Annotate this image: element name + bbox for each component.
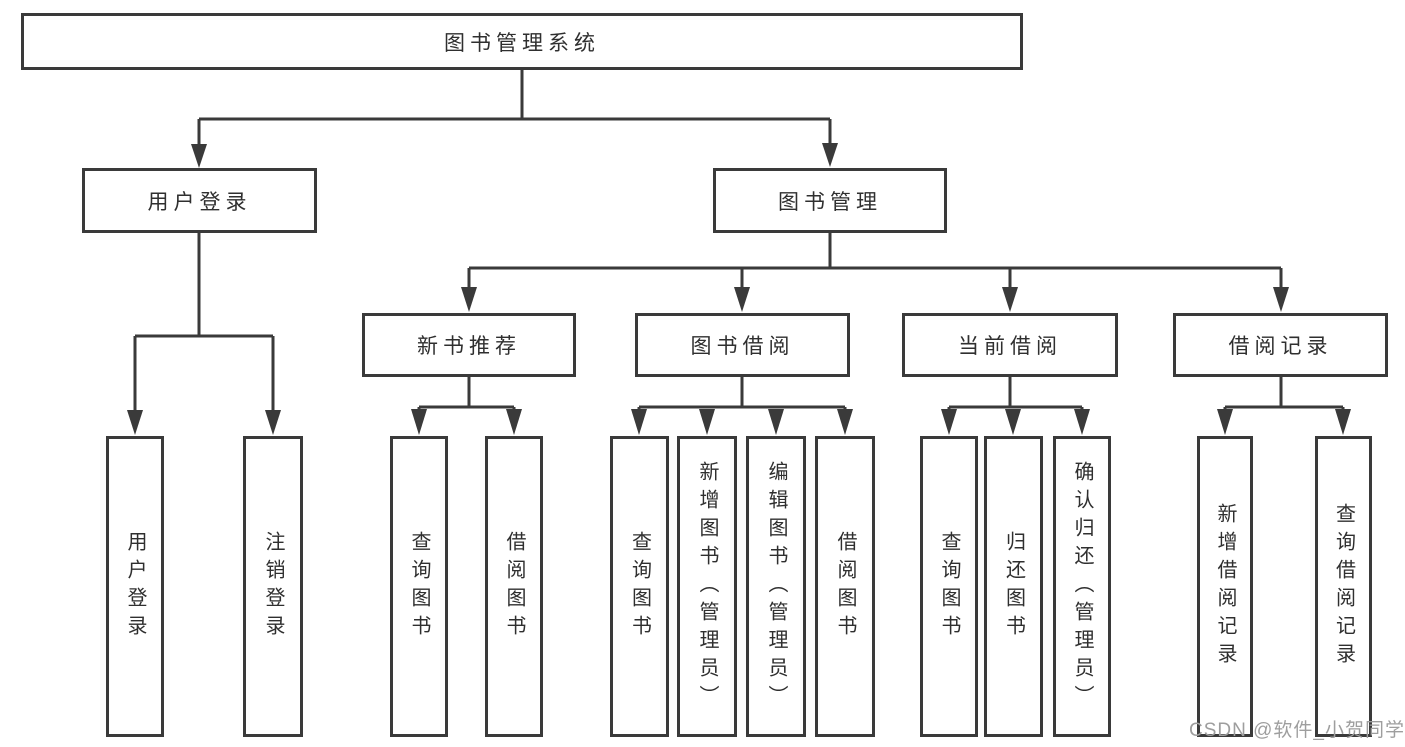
node-book-management-label: 图书管理: [778, 190, 882, 214]
leaf-edit-book-admin: 编辑图书（管理员）: [746, 436, 806, 737]
connector-records-to-leaves: [1223, 377, 1345, 410]
arrow-down-icon: [265, 410, 281, 435]
node-root: 图书管理系统: [21, 13, 1023, 70]
arrow-down-icon: [1335, 409, 1351, 435]
leaf-label: 查询图书: [938, 530, 960, 643]
leaf-borrow-books-1: 借阅图书: [485, 436, 543, 737]
leaf-user-login: 用户登录: [106, 436, 164, 737]
arrow-down-icon: [941, 409, 957, 435]
leaf-query-books-1: 查询图书: [390, 436, 448, 737]
leaf-query-books-3: 查询图书: [920, 436, 978, 737]
leaf-label: 借阅图书: [834, 530, 856, 643]
connector-new-book-to-leaves: [417, 377, 516, 410]
arrow-down-icon: [822, 143, 838, 167]
csdn-watermark: CSDN @软件_小贺同学: [1189, 720, 1405, 741]
node-root-label: 图书管理系统: [444, 31, 600, 55]
arrow-down-icon: [1005, 409, 1021, 435]
leaf-label: 借阅图书: [503, 530, 525, 643]
node-book-management: 图书管理: [713, 168, 947, 233]
arrow-down-icon: [768, 409, 784, 435]
connector-root-to-level2: [197, 70, 832, 145]
leaf-label: 注销登录: [262, 530, 284, 643]
node-borrowing-records-label: 借阅记录: [1228, 335, 1333, 358]
leaf-return-book: 归还图书: [984, 436, 1043, 737]
arrow-down-icon: [127, 410, 143, 435]
arrow-down-icon: [1002, 287, 1018, 312]
leaf-query-borrow-record: 查询借阅记录: [1315, 436, 1372, 737]
arrow-down-icon: [1074, 409, 1090, 435]
node-book-borrowing: 图书借阅: [635, 313, 850, 377]
node-new-book-recommend: 新书推荐: [362, 313, 576, 377]
leaf-borrow-books-2: 借阅图书: [815, 436, 875, 737]
leaf-add-book-admin: 新增图书（管理员）: [677, 436, 737, 737]
arrow-down-icon: [699, 409, 715, 435]
connector-book-mgmt-to-level3: [467, 233, 1283, 288]
node-user-login: 用户登录: [82, 168, 317, 233]
leaf-query-books-2: 查询图书: [610, 436, 669, 737]
arrow-down-icon: [1217, 409, 1233, 435]
leaf-add-borrow-record: 新增借阅记录: [1197, 436, 1253, 737]
connector-user-login-to-leaves: [133, 233, 275, 411]
leaf-label: 用户登录: [124, 530, 146, 643]
arrow-down-icon: [837, 409, 853, 435]
leaf-label: 查询图书: [408, 530, 430, 643]
arrow-down-icon: [461, 287, 477, 312]
arrow-down-icon: [411, 409, 427, 435]
node-new-book-recommend-label: 新书推荐: [417, 335, 521, 358]
connector-borrowing-to-leaves: [637, 377, 847, 410]
node-current-borrowing-label: 当前借阅: [958, 335, 1062, 358]
arrow-down-icon: [1273, 287, 1289, 312]
arrow-down-icon: [191, 144, 207, 168]
arrow-down-icon: [506, 409, 522, 435]
arrow-down-icon: [734, 287, 750, 312]
connector-current-to-leaves: [947, 377, 1084, 410]
node-borrowing-records: 借阅记录: [1173, 313, 1388, 377]
leaf-label: 查询图书: [628, 530, 651, 643]
node-book-borrowing-label: 图书借阅: [690, 335, 795, 358]
leaf-label: 新增借阅记录: [1214, 502, 1236, 671]
leaf-label: 查询借阅记录: [1332, 502, 1355, 671]
leaf-label: 归还图书: [1002, 530, 1025, 643]
node-current-borrowing: 当前借阅: [902, 313, 1118, 377]
node-user-login-label: 用户登录: [147, 190, 252, 214]
leaf-label: 确认归还（管理员）: [1071, 460, 1093, 713]
leaf-label: 新增图书（管理员）: [696, 460, 718, 713]
leaf-logout: 注销登录: [243, 436, 303, 737]
arrow-down-icon: [631, 409, 647, 435]
leaf-label: 编辑图书（管理员）: [765, 460, 787, 713]
leaf-confirm-return-admin: 确认归还（管理员）: [1053, 436, 1111, 737]
